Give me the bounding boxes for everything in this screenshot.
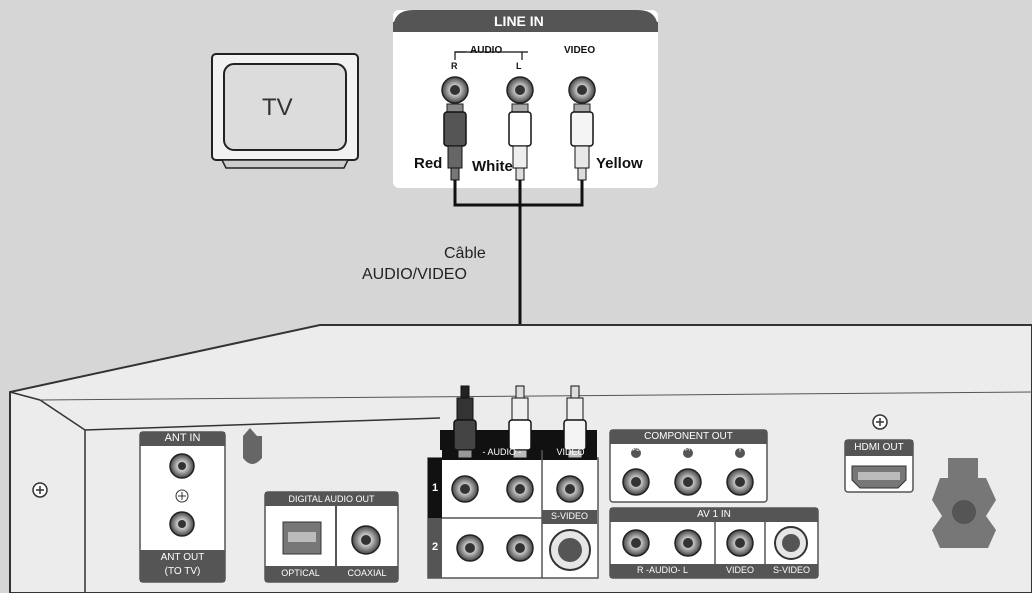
screw-left — [32, 482, 48, 498]
hdmi-out-label: HDMI OUT — [854, 442, 904, 453]
tv-jack-r — [441, 76, 469, 104]
white-plug-bottom — [508, 385, 532, 459]
tv-jack-video — [568, 76, 596, 104]
red-plug-bottom — [453, 385, 477, 459]
component-out-block — [609, 429, 768, 503]
y-label: Y — [737, 447, 743, 454]
av-out-svideo-label: S-VIDEO — [550, 511, 588, 521]
white-plug-label: White — [472, 158, 513, 175]
av-out-jacks — [451, 475, 591, 571]
pb-label: Pb — [632, 447, 640, 453]
tv-jack-l — [506, 76, 534, 104]
digital-audio-block — [264, 491, 399, 583]
av-out-video-label: VIDEO — [556, 447, 585, 457]
red-plug-top — [443, 103, 467, 181]
row-2-label: 2 — [431, 541, 439, 553]
screw-top — [872, 414, 888, 430]
tv-label: TV — [262, 94, 293, 121]
r-label: R — [451, 61, 458, 71]
audio-label: AUDIO — [470, 45, 503, 56]
ant-out-label: ANT OUT — [160, 552, 205, 563]
coaxial-label: COAXIAL — [347, 568, 387, 578]
cable-label-line1: Câble — [444, 245, 486, 262]
l-label: L — [516, 61, 522, 71]
av1-video-label: VIDEO — [725, 565, 754, 575]
white-plug-top — [508, 103, 532, 181]
digital-audio-out-label: DIGITAL AUDIO OUT — [288, 494, 375, 504]
line-in-title: LINE IN — [494, 13, 544, 29]
tv-icon — [211, 53, 359, 169]
av1-in-block — [609, 507, 819, 579]
hdmi-out-block — [844, 439, 914, 493]
optical-label: OPTICAL — [281, 568, 320, 578]
component-out-label: COMPONENT OUT — [644, 431, 733, 442]
fan-icon — [932, 458, 996, 548]
red-plug-label: Red — [414, 155, 443, 172]
yellow-plug-bottom — [563, 385, 587, 459]
ant-in-label: ANT IN — [164, 432, 201, 444]
av1-svideo-label: S-VIDEO — [772, 565, 810, 575]
av1-audio-label: R -AUDIO- L — [636, 565, 688, 575]
pr-label: Pr — [685, 447, 691, 453]
av1-in-label: AV 1 IN — [697, 509, 731, 520]
ant-out-to-tv-label: (TO TV) — [164, 566, 201, 577]
yellow-plug-label: Yellow — [596, 155, 643, 172]
ant-block — [139, 431, 226, 583]
row-1-label: 1 — [431, 482, 439, 494]
drop-icon — [243, 428, 262, 464]
cable-label-line2: AUDIO/VIDEO — [362, 266, 467, 283]
video-label: VIDEO — [564, 45, 596, 56]
yellow-plug-top — [570, 103, 594, 181]
av-out-audio-label: - AUDIO - — [482, 447, 522, 457]
